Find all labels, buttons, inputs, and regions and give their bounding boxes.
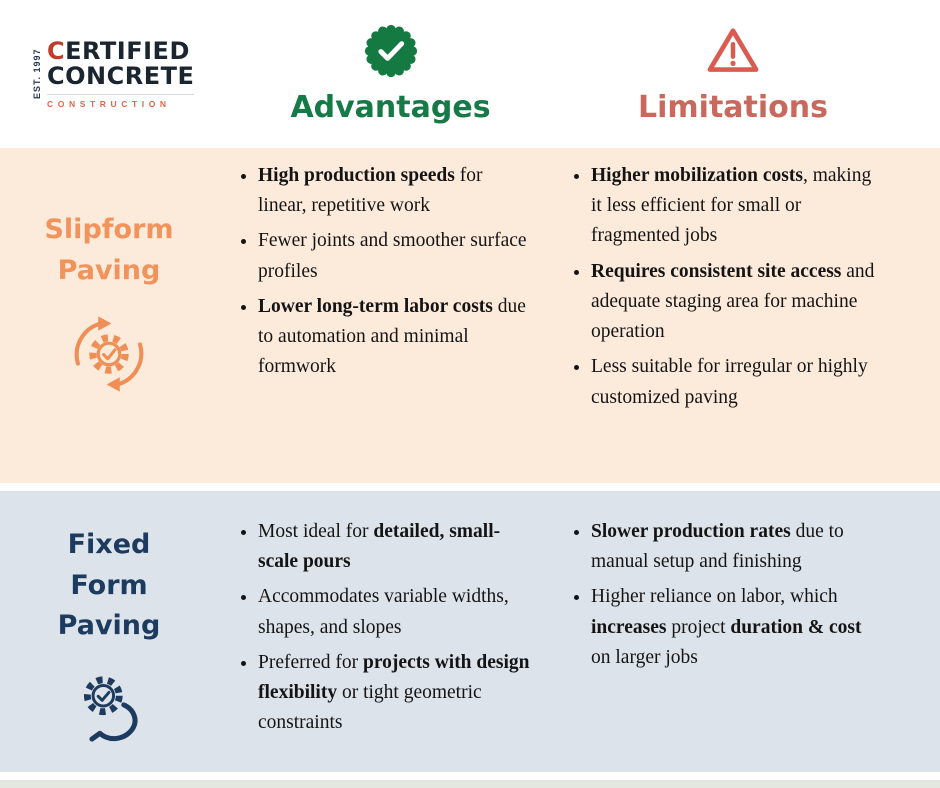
automation-cycle-gear-icon <box>66 311 152 402</box>
slipform-advantages-list: High production speeds for linear, repet… <box>218 148 563 483</box>
bullet-item: Requires consistent site access and adeq… <box>591 257 885 348</box>
header-row: EST. 1997 CERTIFIED CONCRETE CONSTRUCTIO… <box>0 0 940 148</box>
bullet-item: Preferred for projects with design flexi… <box>258 648 535 739</box>
logo-line-certified: CERTIFIED <box>47 36 190 65</box>
bottom-strip <box>0 780 940 788</box>
bullet-item: Higher reliance on labor, which increase… <box>591 582 885 673</box>
bullet-item: High production speeds for linear, repet… <box>258 161 535 221</box>
row-title-fixedform: Fixed Form Paving <box>57 529 161 641</box>
brand-logo: EST. 1997 CERTIFIED CONCRETE CONSTRUCTIO… <box>0 0 218 148</box>
limitations-column-header: Limitations <box>563 0 903 148</box>
slipform-row: Slipform Paving High production speeds f… <box>0 148 940 483</box>
bullet-item: Accommodates variable widths, shapes, an… <box>258 582 535 642</box>
logo-text: CERTIFIED CONCRETE CONSTRUCTION <box>47 36 195 109</box>
certified-concrete-logo: EST. 1997 CERTIFIED CONCRETE CONSTRUCTIO… <box>32 36 195 109</box>
advantages-heading: Advantages <box>290 90 491 125</box>
bullet-item: Higher mobilization costs, making it les… <box>591 161 885 252</box>
gear-in-hand-icon <box>68 665 150 752</box>
slipform-title-cell: Slipform Paving <box>0 148 218 483</box>
logo-line-construction: CONSTRUCTION <box>47 94 195 109</box>
warning-triangle-icon <box>706 24 760 83</box>
slipform-limitations-list: Higher mobilization costs, making it les… <box>563 148 903 483</box>
logo-line-concrete: CONCRETE <box>47 62 195 90</box>
bullet-item: Slower production rates due to manual se… <box>591 517 885 577</box>
fixedform-advantages-list: Most ideal for detailed, small-scale pou… <box>218 491 563 772</box>
row-title-slipform: Slipform Paving <box>44 214 174 286</box>
advantages-column-header: Advantages <box>218 0 563 148</box>
fixedform-row: Fixed Form Paving Most ideal for detaile… <box>0 491 940 772</box>
check-seal-icon <box>364 24 418 83</box>
bullet-item: Most ideal for detailed, small-scale pou… <box>258 517 535 577</box>
logo-est-text: EST. 1997 <box>32 48 42 100</box>
bullet-item: Fewer joints and smoother surface profil… <box>258 226 535 286</box>
fixedform-title-cell: Fixed Form Paving <box>0 491 218 772</box>
limitations-heading: Limitations <box>638 90 828 125</box>
bullet-item: Less suitable for irregular or highly cu… <box>591 352 885 412</box>
bullet-item: Lower long-term labor costs due to autom… <box>258 292 535 383</box>
fixedform-limitations-list: Slower production rates due to manual se… <box>563 491 903 772</box>
